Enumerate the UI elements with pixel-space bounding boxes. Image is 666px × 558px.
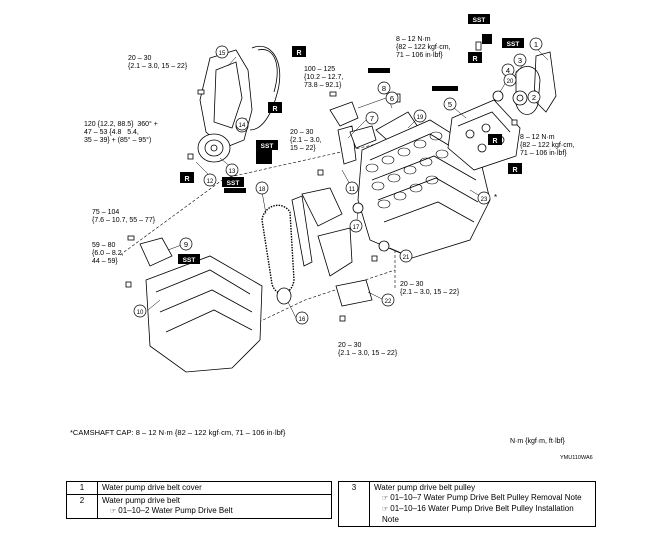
asterisk-mark: * bbox=[494, 193, 497, 202]
callout-labels: 1 2 3 4 5 6 7 8 9 10 11 12 13 14 15 16 1… bbox=[137, 40, 538, 323]
parts-table-right: 3 Water pump drive belt pulley ☞01–10–7 … bbox=[338, 481, 596, 527]
sst-badge-5: SST bbox=[183, 257, 196, 264]
reference-icon: ☞ bbox=[382, 506, 389, 513]
camshaft-lobes bbox=[365, 131, 449, 209]
callout-12: 12 bbox=[207, 179, 214, 185]
r-badge-6: R bbox=[512, 167, 517, 174]
image-code: YMU110WA6 bbox=[560, 455, 593, 461]
upper-belt bbox=[249, 45, 281, 131]
part-title: Water pump drive belt ☞01–10–2 Water Pum… bbox=[97, 494, 332, 519]
cylinder-head-right bbox=[447, 99, 521, 171]
water-pump-belt bbox=[515, 66, 541, 115]
reference-icon: ☞ bbox=[110, 508, 117, 515]
exploded-view-diagram: 1 2 3 4 5 6 7 8 9 10 11 12 13 14 15 16 1… bbox=[119, 14, 557, 373]
part-number: 2 bbox=[66, 494, 98, 519]
torque-mid: 20 – 30 {2.1 – 3.0, 15 – 22} bbox=[290, 129, 322, 152]
part-title-text: Water pump drive belt bbox=[102, 496, 180, 505]
callout-21: 21 bbox=[403, 255, 410, 261]
callout-18: 18 bbox=[259, 187, 266, 193]
torque-bot-right: 20 – 30 {2.1 – 3.0, 15 – 22} bbox=[400, 281, 460, 296]
units-legend: N·m {kgf·m, ft·lbf} bbox=[510, 438, 565, 445]
part-title-text: Water pump drive belt pulley bbox=[374, 483, 476, 492]
sst-badge-4: SST bbox=[227, 180, 240, 187]
part-title: Water pump drive belt pulley ☞01–10–7 Wa… bbox=[369, 481, 596, 527]
r-badges: R R R R R R bbox=[180, 46, 522, 183]
callout-14: 14 bbox=[239, 123, 246, 129]
part-title-text: Water pump drive belt cover bbox=[102, 483, 202, 492]
torque-right-mid: 8 – 12 N·m {82 – 122 kgf·cm, 71 – 106 in… bbox=[520, 134, 575, 157]
reference-link[interactable]: ☞01–10–16 Water Pump Drive Belt Pulley I… bbox=[374, 504, 591, 525]
callout-2: 2 bbox=[532, 93, 536, 102]
callout-19: 19 bbox=[417, 115, 424, 121]
lower-engine bbox=[145, 255, 263, 373]
callout-5: 5 bbox=[448, 100, 452, 109]
parts-table-left: 1 Water pump drive belt cover 2 Water pu… bbox=[66, 481, 332, 519]
sst-badge-3: SST bbox=[261, 143, 274, 150]
table-row: 1 Water pump drive belt cover bbox=[66, 481, 332, 495]
reference-text: 01–10–7 Water Pump Drive Belt Pulley Rem… bbox=[390, 493, 582, 502]
timing-chain-guide bbox=[291, 187, 373, 307]
callout-circles bbox=[133, 37, 543, 325]
crank-pulley bbox=[197, 133, 231, 163]
table-row: 3 Water pump drive belt pulley ☞01–10–7 … bbox=[338, 481, 596, 527]
callout-3: 3 bbox=[518, 56, 522, 65]
torque-left-a: 75 – 104 {7.6 – 10.7, 55 – 77} bbox=[92, 209, 156, 224]
callout-23: 23 bbox=[481, 197, 488, 203]
callout-6: 6 bbox=[390, 94, 394, 103]
callout-20: 20 bbox=[507, 79, 514, 85]
part-number: 1 bbox=[66, 481, 98, 495]
timing-belt-cover bbox=[199, 49, 253, 149]
part-number: 3 bbox=[338, 481, 370, 527]
callout-7: 7 bbox=[370, 114, 374, 123]
sst-tool-blocks bbox=[224, 34, 492, 193]
camshaft-cap-note: *CAMSHAFT CAP: 8 – 12 N·m {82 – 122 kgf·… bbox=[70, 428, 286, 437]
callout-1: 1 bbox=[534, 40, 538, 49]
sst-badges: SST SST SST SST SST bbox=[178, 14, 524, 264]
reference-text: 01–10–16 Water Pump Drive Belt Pulley In… bbox=[382, 504, 574, 524]
r-badge-4: R bbox=[184, 176, 189, 183]
water-pump-pulley bbox=[492, 90, 528, 106]
table-row: 2 Water pump drive belt ☞01–10–2 Water P… bbox=[66, 494, 332, 519]
callout-4: 4 bbox=[506, 66, 510, 75]
callout-17: 17 bbox=[353, 225, 360, 231]
bracket-9 bbox=[139, 237, 173, 267]
r-badge-5: R bbox=[492, 138, 497, 145]
callout-10: 10 bbox=[137, 310, 144, 316]
idler-21 bbox=[378, 240, 390, 252]
r-badge-1: R bbox=[296, 50, 301, 57]
reference-text: 01–10–2 Water Pump Drive Belt bbox=[118, 506, 233, 515]
reference-link[interactable]: ☞01–10–2 Water Pump Drive Belt bbox=[102, 506, 327, 517]
callout-15: 15 bbox=[219, 51, 226, 57]
torque-top-right: 8 – 12 N·m {82 – 122 kgf·cm, 71 – 106 in… bbox=[396, 36, 451, 59]
torque-top-left: 20 – 30 {2.1 – 3.0, 15 – 22} bbox=[128, 55, 188, 70]
torque-top-mid: 100 – 125 {10.2 – 12.7, 73.8 – 92.1} bbox=[304, 66, 344, 89]
reference-link[interactable]: ☞01–10–7 Water Pump Drive Belt Pulley Re… bbox=[374, 493, 591, 504]
timing-belt bbox=[261, 204, 295, 294]
sst-badge-1: SST bbox=[473, 17, 486, 24]
torque-left-b: 59 – 80 {6.0 – 8.2, 44 – 59} bbox=[92, 242, 124, 265]
callout-16: 16 bbox=[299, 317, 306, 323]
torque-left-long: 120 {12.2, 88.5} 360° + 47 – 53 {4.8 5.4… bbox=[84, 121, 158, 144]
r-badge-2: R bbox=[472, 56, 477, 63]
water-pump-belt-cover bbox=[533, 51, 557, 113]
callout-22: 22 bbox=[385, 299, 392, 305]
callout-13: 13 bbox=[229, 169, 236, 175]
crank-sprocket bbox=[276, 287, 292, 305]
part-title: Water pump drive belt cover bbox=[97, 481, 332, 495]
torque-bot: 20 – 30 {2.1 – 3.0, 15 – 22} bbox=[338, 342, 398, 357]
r-badge-3: R bbox=[272, 106, 277, 113]
reference-icon: ☞ bbox=[382, 495, 389, 502]
sst-badge-2: SST bbox=[507, 41, 520, 48]
callout-9: 9 bbox=[184, 240, 188, 249]
callout-11: 11 bbox=[349, 187, 356, 193]
idler-pulley bbox=[352, 202, 364, 214]
callout-8: 8 bbox=[382, 84, 386, 93]
